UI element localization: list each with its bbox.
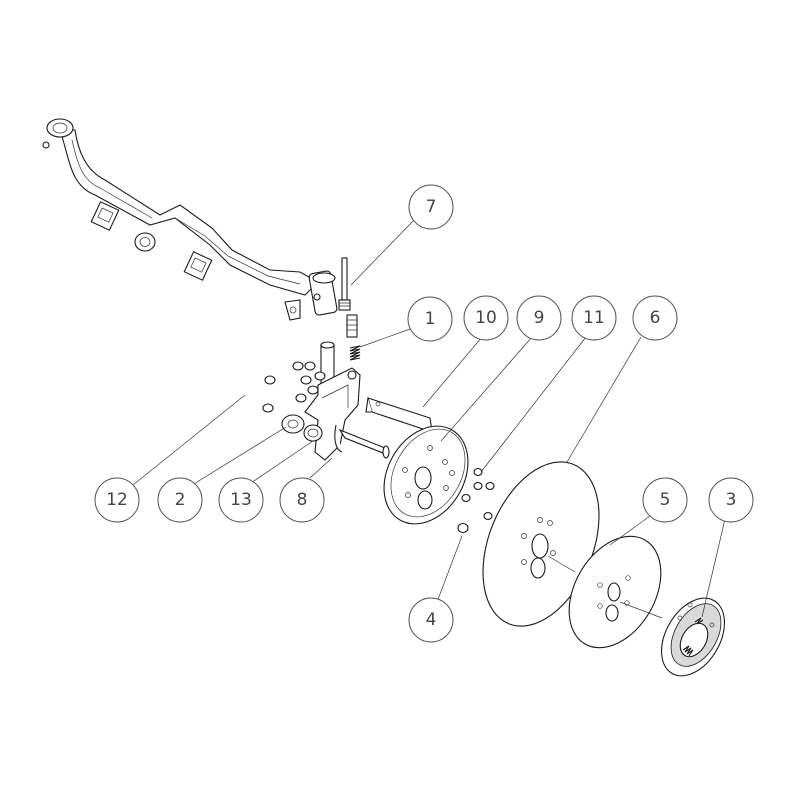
callout-1: 1 [407, 296, 453, 342]
callout-3-label: 3 [726, 490, 737, 510]
callout-9-label: 9 [534, 308, 545, 328]
callout-12: 12 [94, 477, 140, 523]
callout-10-label: 10 [475, 308, 497, 328]
callout-6-label: 6 [650, 308, 661, 328]
part-10-arm-bracket [365, 397, 433, 433]
callout-4: 4 [408, 597, 454, 643]
callout-2: 2 [157, 477, 203, 523]
callout-11: 11 [571, 295, 617, 341]
part-5-small-disc [568, 535, 663, 649]
part-2-flange [281, 414, 305, 434]
part-9-hub-plate [383, 425, 469, 525]
callout-13: 13 [218, 477, 264, 523]
callout-12-label: 12 [106, 490, 128, 510]
part-4-nut [457, 522, 469, 534]
callout-9: 9 [516, 295, 562, 341]
part-11-nuts [461, 467, 495, 521]
callout-13-label: 13 [230, 490, 252, 510]
callout-8: 8 [279, 477, 325, 523]
part-13-washer [303, 424, 323, 442]
callout-7: 7 [408, 184, 454, 230]
part-3-hub-cap [661, 597, 725, 677]
part-6-large-disc [482, 461, 600, 627]
leader-lines [132, 219, 726, 618]
callout-1-label: 1 [425, 309, 436, 329]
callout-11-label: 11 [583, 308, 605, 328]
callout-8-label: 8 [297, 490, 308, 510]
callout-4-label: 4 [426, 610, 437, 630]
callout-3: 3 [708, 477, 754, 523]
callout-10: 10 [463, 295, 509, 341]
callout-7-label: 7 [426, 197, 437, 217]
frame-arm [42, 118, 338, 321]
part-1-spring [349, 345, 361, 361]
callout-6: 6 [632, 295, 678, 341]
part-12-nuts [262, 361, 326, 413]
callout-5: 5 [642, 477, 688, 523]
callout-2-label: 2 [175, 490, 186, 510]
callout-5-label: 5 [660, 490, 671, 510]
part-7-threaded-pin [338, 257, 358, 338]
